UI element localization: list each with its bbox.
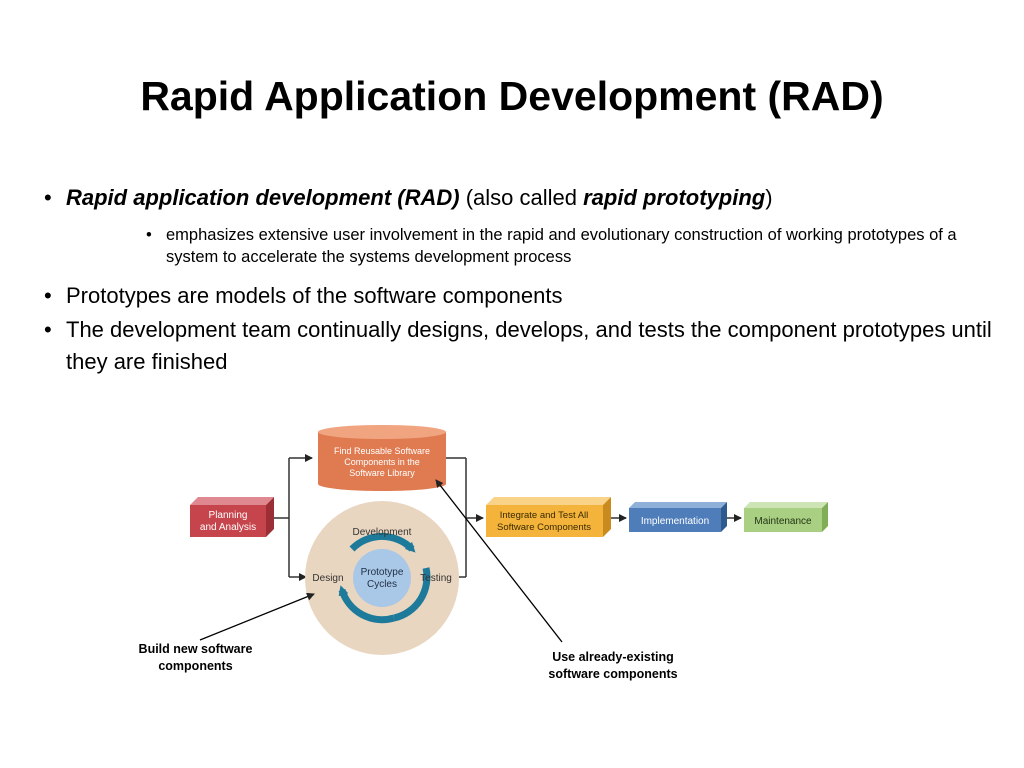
bullet-text: The development team continually designs… [66,317,992,374]
bullet-term-rapid-prototyping: rapid prototyping [583,185,766,210]
integrate-label-line2: Software Components [497,522,591,533]
cycle-arrow-bottom [338,585,395,624]
planning-analysis-block: Planning and Analysis [190,497,274,537]
development-label: Development [353,527,412,538]
slide-title: Rapid Application Development (RAD) [140,73,884,119]
sub-bullet-text: emphasizes extensive user involvement in… [166,226,957,266]
bullet-marker: • [44,185,52,210]
bullet-marker: • [44,283,52,308]
bullet-rad-definition: • Rapid application development (RAD) (a… [44,182,1006,214]
callout-use-existing: Use already-existing software components [548,650,678,681]
planning-label-line2: and Analysis [200,522,256,533]
software-library-cylinder: Find Reusable Software Components in the… [318,425,446,491]
maintenance-label: Maintenance [754,516,812,527]
sub-bullet-emphasizes: • emphasizes extensive user involvement … [146,224,996,268]
callout-line-use [435,479,563,643]
maintenance-block: Maintenance [744,502,828,532]
library-label-line1: Find Reusable Software [334,446,430,456]
implementation-label: Implementation [641,516,709,527]
bullet-term-rad: Rapid application development (RAD) [66,185,460,210]
cycle-arrow-right [393,567,431,622]
library-label-line2: Components in the [344,457,420,467]
integrate-test-block: Integrate and Test All Software Componen… [486,497,611,537]
prototype-label-line1: Prototype [361,567,404,578]
library-label-line3: Software Library [349,468,415,478]
testing-label: Testing [420,573,452,584]
prototype-core [353,549,411,607]
integrate-label-line1: Integrate and Test All [500,510,589,521]
prototype-cycle: Prototype Cycles Development Design Test… [305,501,459,655]
callout-build-new: Build new software components [138,642,253,673]
bullet-prototypes: • Prototypes are models of the software … [44,280,996,312]
prototype-label-line2: Cycles [367,579,397,590]
implementation-block: Implementation [629,502,727,532]
design-label: Design [312,573,343,584]
bullet-close-paren: ) [765,185,773,210]
bullet-also-called: (also called [459,185,584,210]
bullet-marker: • [44,317,52,342]
planning-label-line1: Planning [209,510,248,521]
callout-line-build [199,592,315,641]
cycle-arrow-top [349,532,416,553]
sub-bullet-marker: • [146,226,152,244]
bullet-development-team: • The development team continually desig… [44,314,996,378]
bullet-text: Prototypes are models of the software co… [66,283,563,308]
